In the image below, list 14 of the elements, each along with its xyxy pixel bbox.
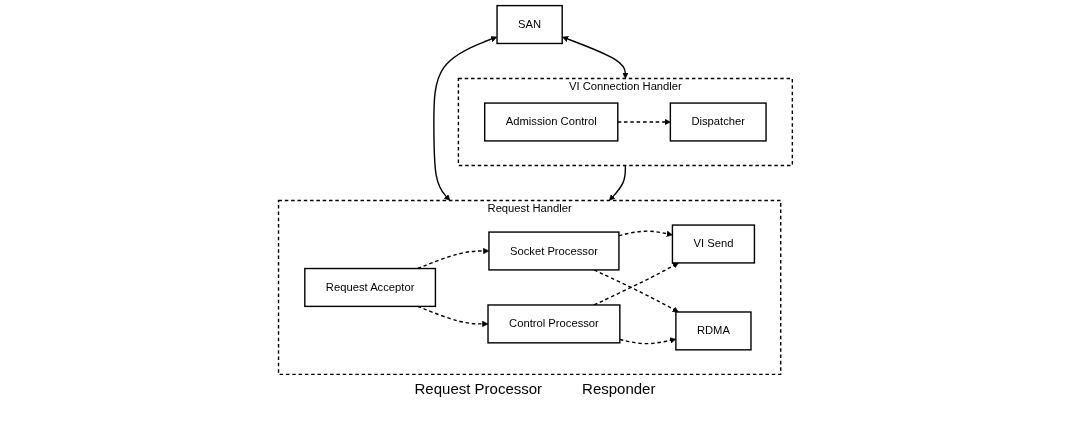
node-box: Dispatcher <box>669 102 767 142</box>
node-box: Control Processor <box>486 304 621 344</box>
arrow <box>432 36 497 201</box>
node-box: RDMA <box>674 311 752 351</box>
arrow <box>608 164 626 201</box>
node-box: Admission Control <box>483 102 619 142</box>
section-label: Request Processor <box>414 380 543 397</box>
node-box: SAN <box>495 4 563 45</box>
node-box: Socket Processor <box>487 231 620 271</box>
arrow <box>561 36 628 79</box>
node-box: VI Send <box>671 224 755 264</box>
arrow <box>416 247 489 270</box>
node-box: Request Acceptor <box>303 267 436 308</box>
section-label: Responder <box>582 380 656 397</box>
